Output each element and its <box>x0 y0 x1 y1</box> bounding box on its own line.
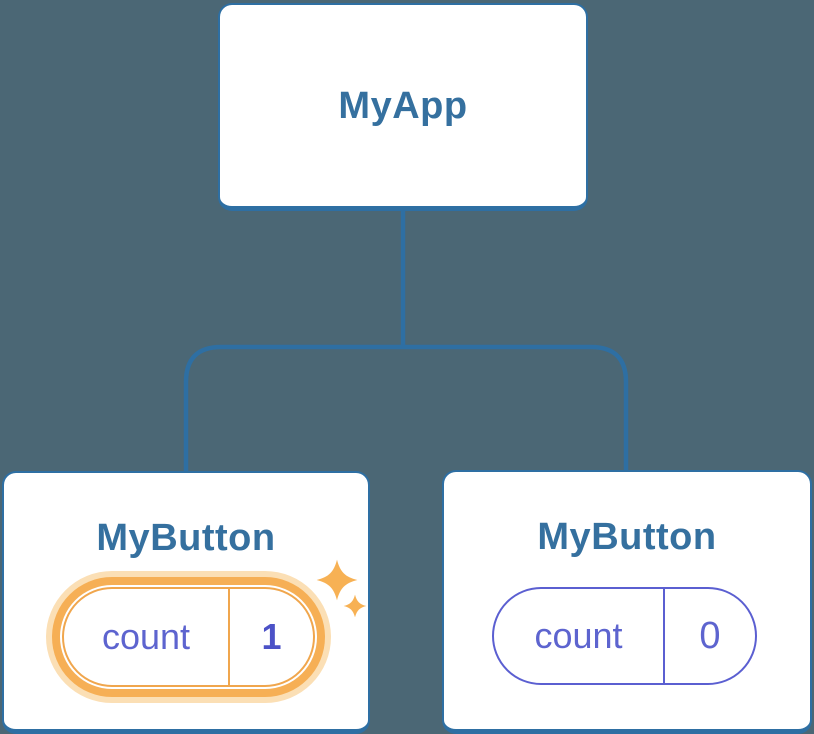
component-card-mybutton-inactive: MyButton count 0 <box>442 470 812 734</box>
component-name-mybutton-inactive: MyButton <box>537 516 717 558</box>
state-value: 0 <box>699 614 721 657</box>
state-key: count <box>494 589 665 683</box>
connector-branch <box>183 344 629 472</box>
component-name-myapp: MyApp <box>338 84 468 127</box>
state-key: count <box>64 589 230 685</box>
state-pill-normal: count 0 <box>492 587 757 685</box>
component-card-mybutton-active: MyButton count 1 <box>2 471 370 734</box>
sparkles-icon <box>316 559 367 617</box>
state-pill-highlighted: count 1 <box>62 587 315 687</box>
component-card-myapp: MyApp <box>218 3 588 211</box>
state-value: 1 <box>261 616 282 657</box>
component-name-mybutton-active: MyButton <box>96 517 276 559</box>
